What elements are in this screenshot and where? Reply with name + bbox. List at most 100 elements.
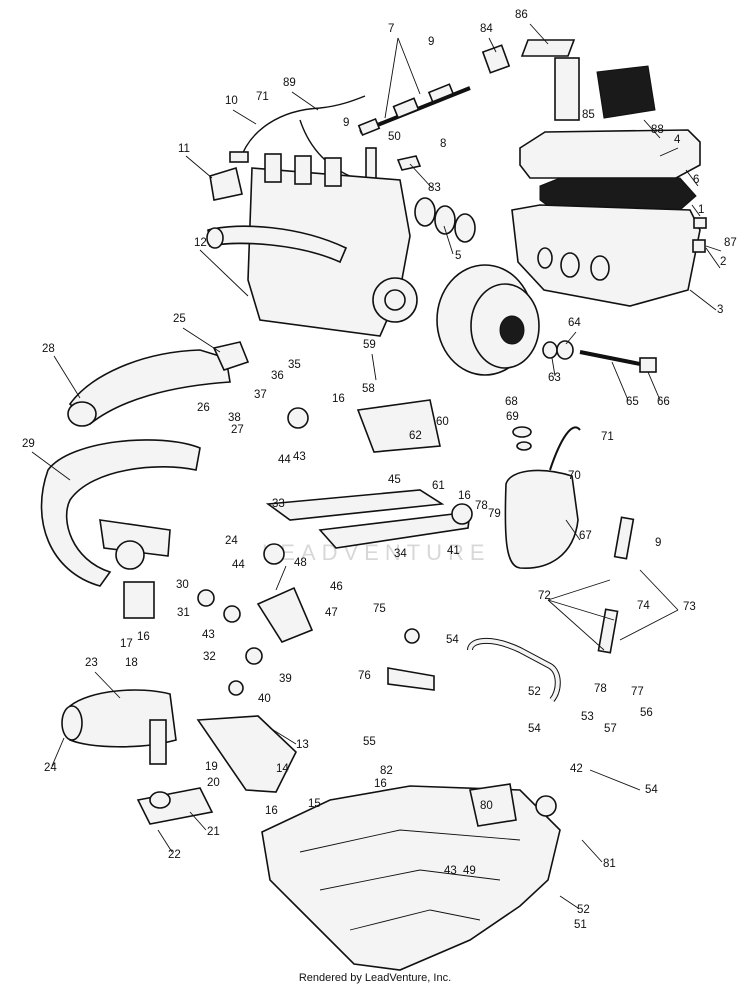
air-silencer-assembly [511, 39, 707, 307]
callout-54: 54 [446, 634, 459, 646]
callout-63: 63 [548, 372, 561, 384]
callout-11: 11 [178, 143, 190, 155]
callout-32: 32 [203, 651, 216, 663]
callout-52: 52 [528, 686, 541, 698]
callout-78: 78 [475, 500, 488, 512]
bracket-48 [256, 586, 314, 643]
callout-12: 12 [194, 237, 207, 249]
callout-57: 57 [604, 723, 617, 735]
callout-31: 31 [177, 607, 190, 619]
callout-56: 56 [640, 707, 653, 719]
callout-16: 16 [458, 490, 471, 502]
carburetor-linkage [229, 44, 511, 181]
callout-20: 20 [207, 777, 220, 789]
callout-75: 75 [373, 603, 386, 615]
callout-60: 60 [436, 416, 449, 428]
exhaust-pipe-29 [40, 439, 201, 587]
callout-68: 68 [505, 396, 518, 408]
callout-70: 70 [568, 470, 581, 482]
callout-64: 64 [568, 317, 581, 329]
callout-6: 6 [693, 174, 699, 186]
footer-credit: Rendered by LeadVenture, Inc. [298, 972, 452, 984]
callout-21: 21 [207, 826, 220, 838]
callout-4: 4 [674, 134, 681, 146]
callout-44: 44 [278, 454, 291, 466]
gasket-83 [396, 155, 422, 171]
flange-5 [414, 197, 436, 227]
callout-13: 13 [296, 739, 309, 751]
bracket-76 [387, 667, 435, 691]
callout-66: 66 [657, 396, 670, 408]
bracket-21 [136, 787, 214, 825]
carb-84 [481, 44, 511, 74]
callout-46: 46 [330, 581, 343, 593]
callout-65: 65 [626, 396, 639, 408]
drive-clutch [436, 264, 657, 376]
callout-84: 84 [480, 23, 493, 35]
bracket-80 [469, 783, 517, 827]
callout-50: 50 [388, 131, 401, 143]
callout-53: 53 [581, 711, 594, 723]
connector-10 [229, 151, 249, 163]
air-tube-85 [554, 57, 580, 121]
callout-52: 52 [577, 904, 590, 916]
callout-7: 7 [388, 23, 394, 35]
chassis-belly-pan [261, 783, 561, 971]
callout-43: 43 [202, 629, 215, 641]
callout-74: 74 [637, 600, 650, 612]
callout-40: 40 [258, 693, 271, 705]
callout-10: 10 [225, 95, 238, 107]
mount-plate-33 [265, 489, 445, 521]
mount-plate-34 [318, 511, 471, 549]
decal-86 [520, 39, 576, 57]
callout-47: 47 [325, 607, 338, 619]
callout-9: 9 [655, 537, 661, 549]
callout-45: 45 [388, 474, 401, 486]
clip-87 [693, 217, 707, 229]
callout-5: 5 [455, 250, 461, 262]
callout-35: 35 [288, 359, 301, 371]
callout-43: 43 [293, 451, 306, 463]
callout-83: 83 [428, 182, 441, 194]
engine-assembly [206, 153, 476, 337]
callout-37: 37 [254, 389, 267, 401]
grommet-2 [692, 239, 706, 253]
callout-85: 85 [582, 109, 595, 121]
callout-19: 19 [205, 761, 218, 773]
callout-44: 44 [232, 559, 245, 571]
bracket-58 [356, 399, 441, 453]
callout-16: 16 [374, 778, 387, 790]
callout-23: 23 [85, 657, 98, 669]
callout-42: 42 [570, 763, 583, 775]
callout-22: 22 [168, 849, 181, 861]
callout-8: 8 [440, 138, 446, 150]
callout-28: 28 [42, 343, 55, 355]
callout-89: 89 [283, 77, 296, 89]
callout-77: 77 [631, 686, 644, 698]
callout-76: 76 [358, 670, 371, 682]
callout-87: 87 [724, 237, 737, 249]
callout-61: 61 [432, 480, 445, 492]
callout-27: 27 [231, 424, 244, 436]
callout-29: 29 [22, 438, 35, 450]
filter-element-1 [539, 177, 697, 213]
bolt-66 [639, 357, 657, 373]
grommet-42 [535, 795, 557, 817]
callout-38: 38 [228, 412, 241, 424]
callout-59: 59 [363, 339, 376, 351]
callout-9: 9 [428, 36, 434, 48]
callout-36: 36 [271, 370, 284, 382]
air-filter-88 [596, 65, 656, 119]
gasket-25 [212, 341, 250, 371]
callout-58: 58 [362, 383, 375, 395]
callout-3: 3 [717, 304, 723, 316]
leader-lines [31, 23, 722, 909]
callout-25: 25 [173, 313, 186, 325]
callout-86: 86 [515, 9, 528, 21]
lines-and-hoses [387, 516, 635, 702]
callout-30: 30 [176, 579, 189, 591]
callout-49: 49 [463, 865, 476, 877]
callout-80: 80 [480, 800, 493, 812]
bracket-13 [196, 715, 297, 793]
